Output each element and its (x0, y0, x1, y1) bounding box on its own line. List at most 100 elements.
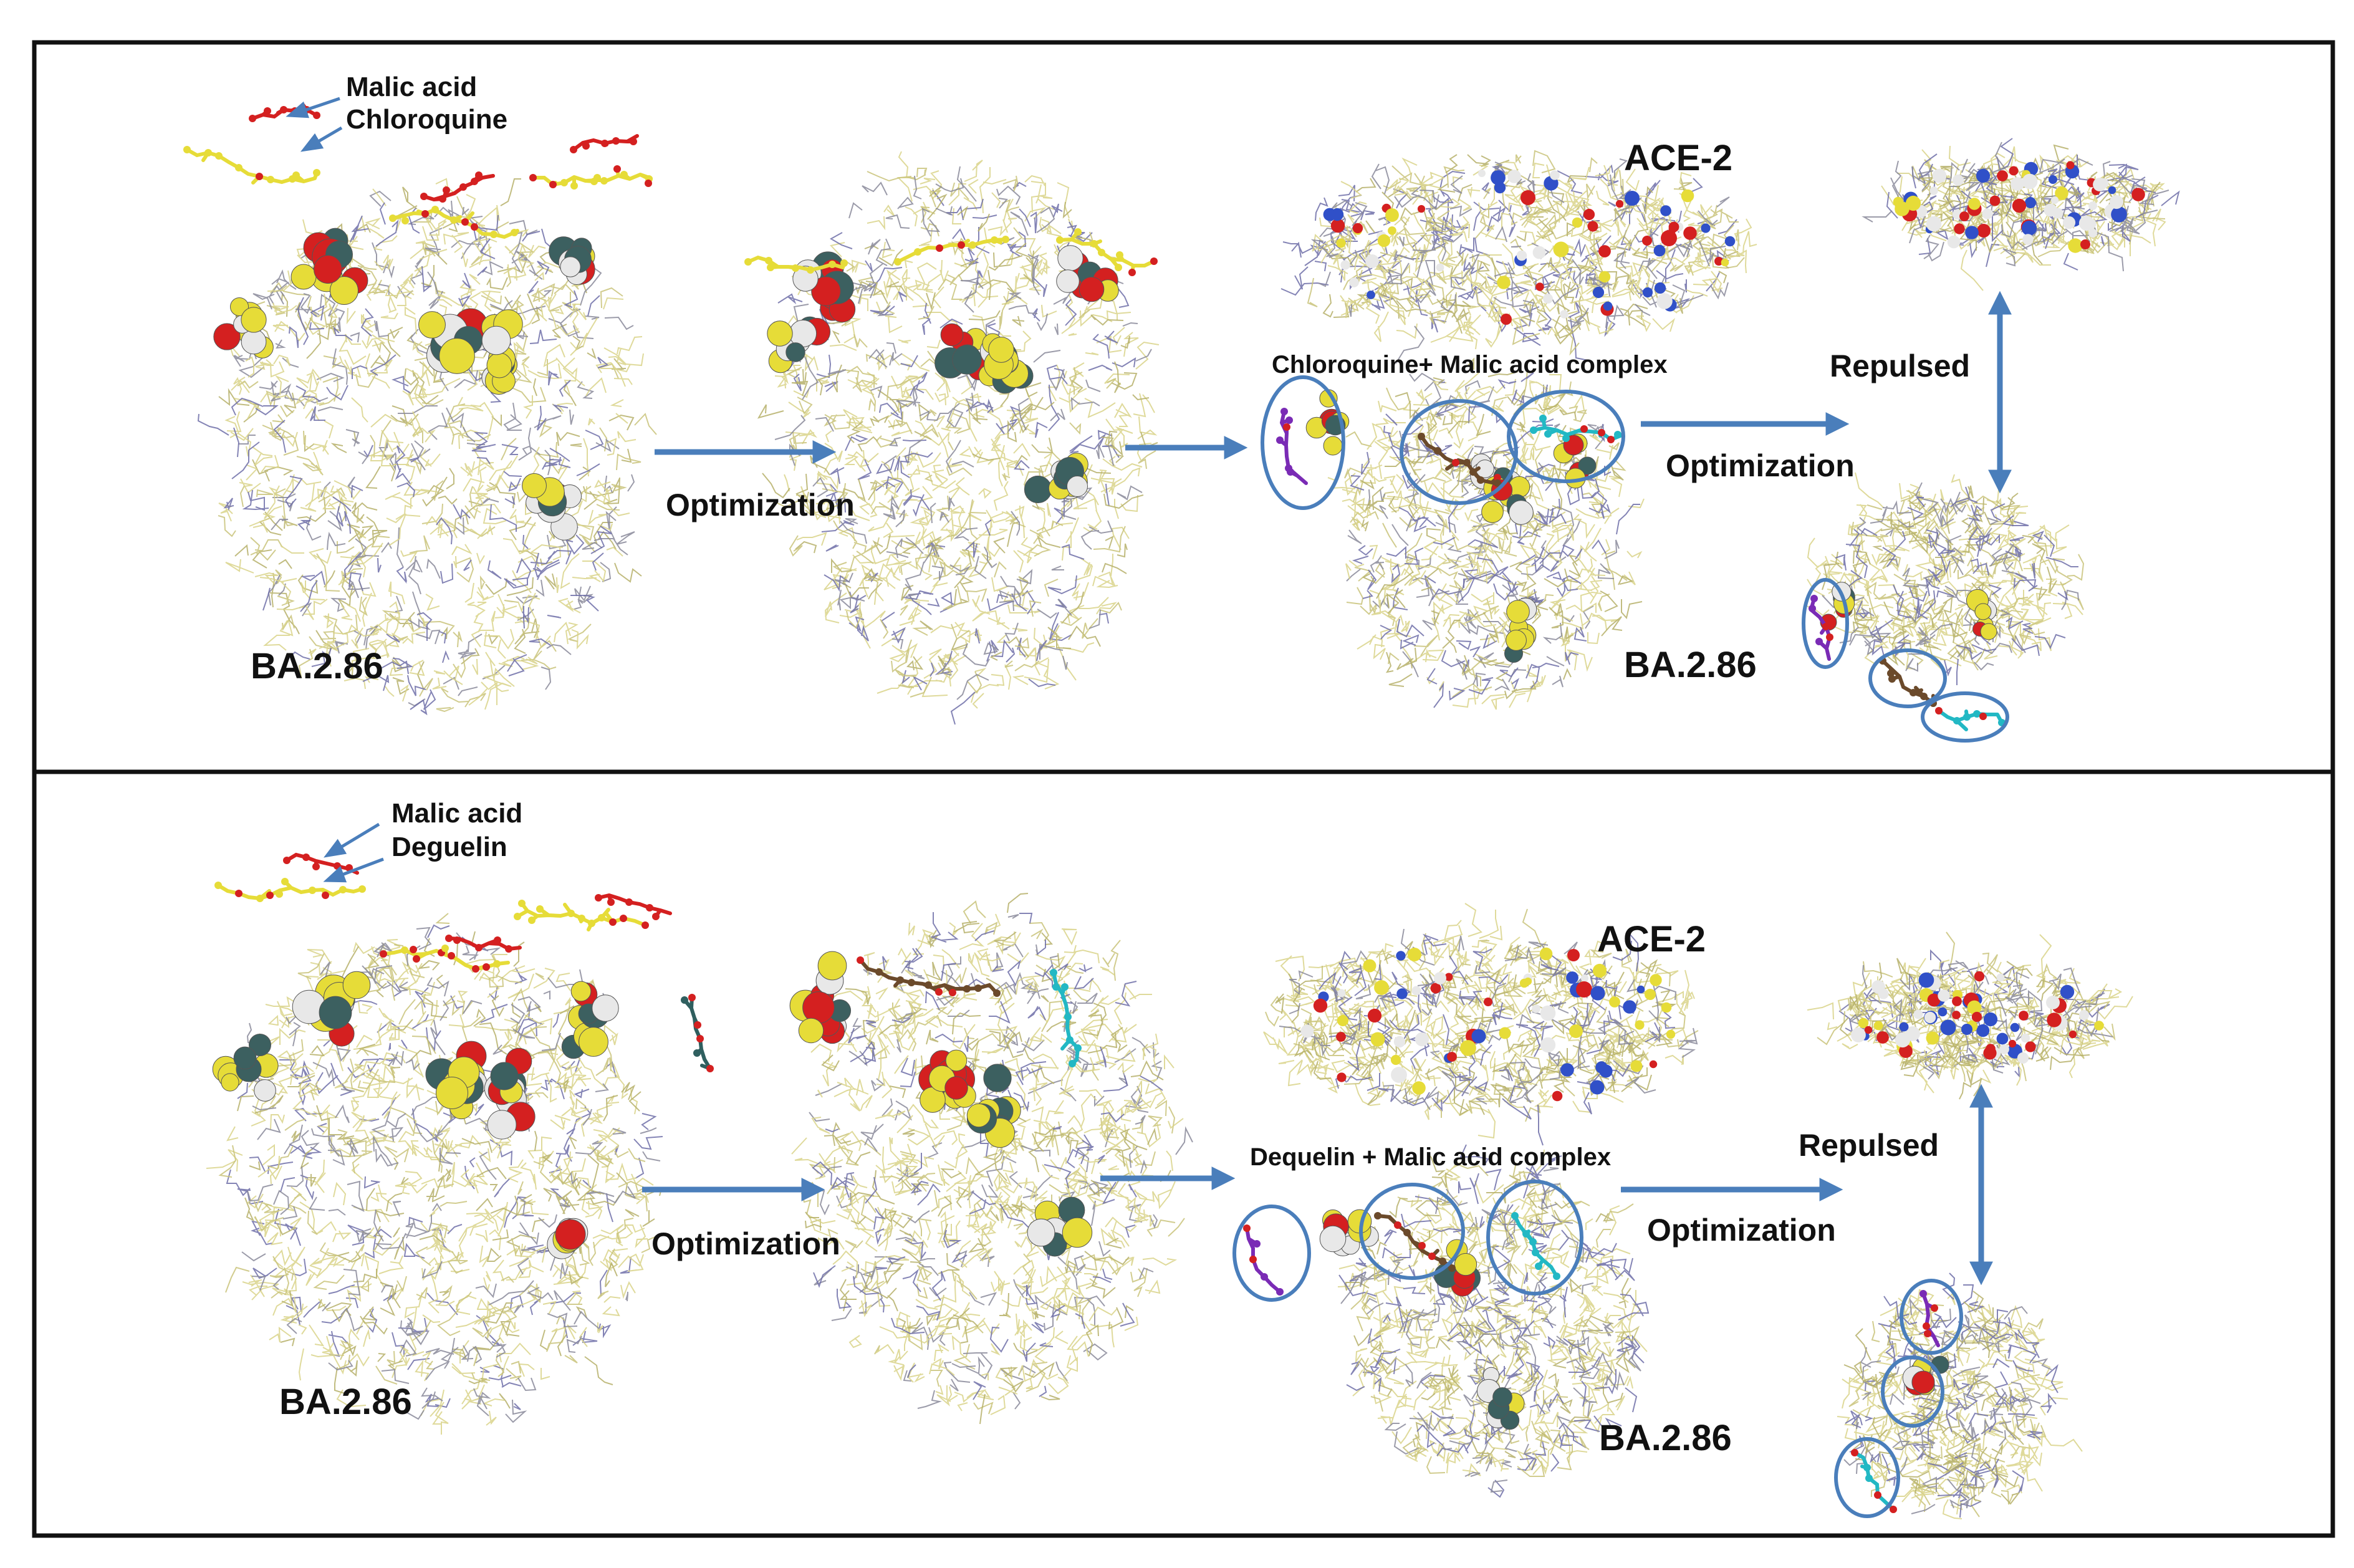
malic-acid-label-bottom: Malic acid (392, 798, 523, 829)
chloroquine-molecule (183, 146, 320, 185)
deguelin-bound-molecule (1243, 1224, 1284, 1296)
spacefill-residue (212, 1033, 279, 1102)
deguelin-bound-molecule (1511, 1212, 1560, 1280)
spacefill-residue (522, 473, 582, 541)
spacefill-residue (1902, 1355, 1949, 1396)
optimization-label-top-2: Optimization (1666, 448, 1855, 483)
ba286-label-top-right: BA.2.86 (1624, 645, 1757, 685)
spacefill-residue (213, 297, 274, 358)
ligand-ellipse-top-3 (1507, 390, 1625, 483)
spacefill-residue (481, 309, 523, 395)
ligand-ellipse-bottom-3 (1486, 1180, 1583, 1296)
spacefill-residue (561, 981, 619, 1059)
spacefill-residue (292, 971, 371, 1047)
spike-protein-complex-top (1327, 357, 1645, 710)
chloroquine-repulsed-molecule (1879, 657, 1937, 707)
malic-acid-molecule (595, 893, 672, 920)
spike-protein-repulsed-top (1804, 472, 2085, 685)
malic-acid-molecule (445, 935, 522, 953)
ace2-surface-atoms (1323, 170, 1736, 325)
chloroquine-bound-molecule (894, 236, 1009, 266)
ligand-ellipse-top-2 (1400, 399, 1518, 505)
ace2-label-bottom: ACE-2 (1597, 919, 1706, 960)
spacefill-residue (918, 1049, 976, 1113)
spacefill-residue (789, 951, 852, 1044)
spike-protein-repulsed-bottom (1837, 1272, 2083, 1519)
spacefill-residue (1024, 453, 1088, 504)
ba286-label-top-left: BA.2.86 (251, 646, 383, 686)
optimization-label-top-1: Optimization (666, 488, 855, 522)
deguelin-molecule (514, 900, 649, 931)
spacefill-residue (425, 1041, 488, 1120)
spacefill-residue (792, 251, 856, 323)
deguelin-bound-molecule (1050, 969, 1082, 1067)
chloroquine-bound-molecule (1056, 228, 1158, 276)
optimization-label-bottom-1: Optimization (651, 1226, 840, 1261)
spacefill-residues (212, 161, 2145, 1430)
ligand-ellipse-bottom-4 (1900, 1279, 1963, 1355)
bottom-panel-frame (32, 769, 2335, 1538)
chloroquine-pointer-arrow (300, 126, 343, 152)
deguelin-molecule (380, 945, 510, 973)
ba286-label-bottom-right: BA.2.86 (1599, 1418, 1732, 1458)
ace2-label-top: ACE-2 (1624, 138, 1733, 178)
deguelin-pointer-arrow (323, 857, 384, 883)
spike-protein-stage2-top (757, 151, 1160, 725)
chloroquine-repulsed-molecule (1809, 595, 1833, 661)
ligand-ellipse-bottom-1 (1232, 1205, 1311, 1302)
optimization-label-bottom-2: Optimization (1647, 1213, 1836, 1248)
spacefill-residue (1476, 1367, 1525, 1430)
malic-acid-molecule (283, 852, 359, 875)
ligand-ellipse-bottom-6 (1834, 1437, 1900, 1518)
chloroquine-repulsed-molecule (1935, 707, 2006, 731)
repulsed-label-top: Repulsed (1830, 349, 1971, 383)
ligand-ellipse-top-1 (1261, 375, 1345, 510)
chloroquine-bound-molecule (1276, 408, 1308, 485)
spacefill-residue (1434, 1239, 1481, 1297)
spacefill-residue (1491, 476, 1534, 525)
malic-acid-molecule (570, 134, 639, 153)
spacefill-residue (549, 236, 595, 286)
malic-acid-pointer-arrow-bottom (324, 822, 380, 858)
chloroquine-molecule (389, 206, 519, 239)
spacefill-residue (1966, 589, 1997, 640)
spacefill-residue (966, 1064, 1021, 1148)
chloroquine-bound-molecule (1418, 433, 1504, 487)
spacefill-residue (1504, 597, 1537, 663)
chloroquine-bound-molecule (744, 255, 848, 274)
ligand-ellipse-top-6 (1921, 691, 2009, 743)
complex-label-top: Chloroquine+ Malic acid complex (1272, 351, 1668, 378)
repulsed-label-bottom: Repulsed (1799, 1128, 1939, 1163)
chloroquine-label: Chloroquine (346, 104, 508, 135)
spacefill-residue (982, 333, 1034, 394)
ba286-label-bottom-left: BA.2.86 (279, 1382, 412, 1422)
complex-label-bottom: Dequelin + Malic acid complex (1250, 1143, 1612, 1171)
deguelin-repulsed-molecule (1851, 1449, 1897, 1513)
malic-acid-pointer-arrow-top (286, 97, 340, 118)
deguelin-label: Deguelin (392, 832, 507, 862)
ligand-ellipse-top-5 (1868, 648, 1947, 708)
spike-protein-stage1-bottom (206, 913, 663, 1435)
ligand-ellipse-bottom-2 (1359, 1183, 1465, 1280)
spacefill-residue (1056, 245, 1119, 302)
deguelin-repulsed-molecule (1919, 1290, 1940, 1347)
spacefill-residue (767, 316, 831, 373)
spacefill-residue (484, 1047, 536, 1140)
ace2-surface-atoms (1300, 947, 1676, 1102)
ace2-surface-atoms (1851, 971, 2104, 1064)
deguelin-bound-molecule (857, 956, 1001, 997)
spacefill-residue (291, 228, 368, 305)
ace2-surface-atoms (1893, 161, 2145, 253)
ligand-ellipse-bottom-5 (1881, 1355, 1944, 1428)
malic-acid-molecule (420, 171, 495, 203)
spacefill-residue (1305, 389, 1350, 456)
ligand-ellipse-top-4 (1802, 578, 1849, 669)
spacefill-residue (1027, 1196, 1093, 1257)
chloroquine-molecule (529, 165, 653, 190)
chloroquine-bound-molecule (1530, 415, 1624, 443)
malic-acid-label-top: Malic acid (346, 72, 478, 102)
spike-protein-stage2-bottom (791, 893, 1193, 1425)
deguelin-bound-molecule (681, 994, 714, 1072)
